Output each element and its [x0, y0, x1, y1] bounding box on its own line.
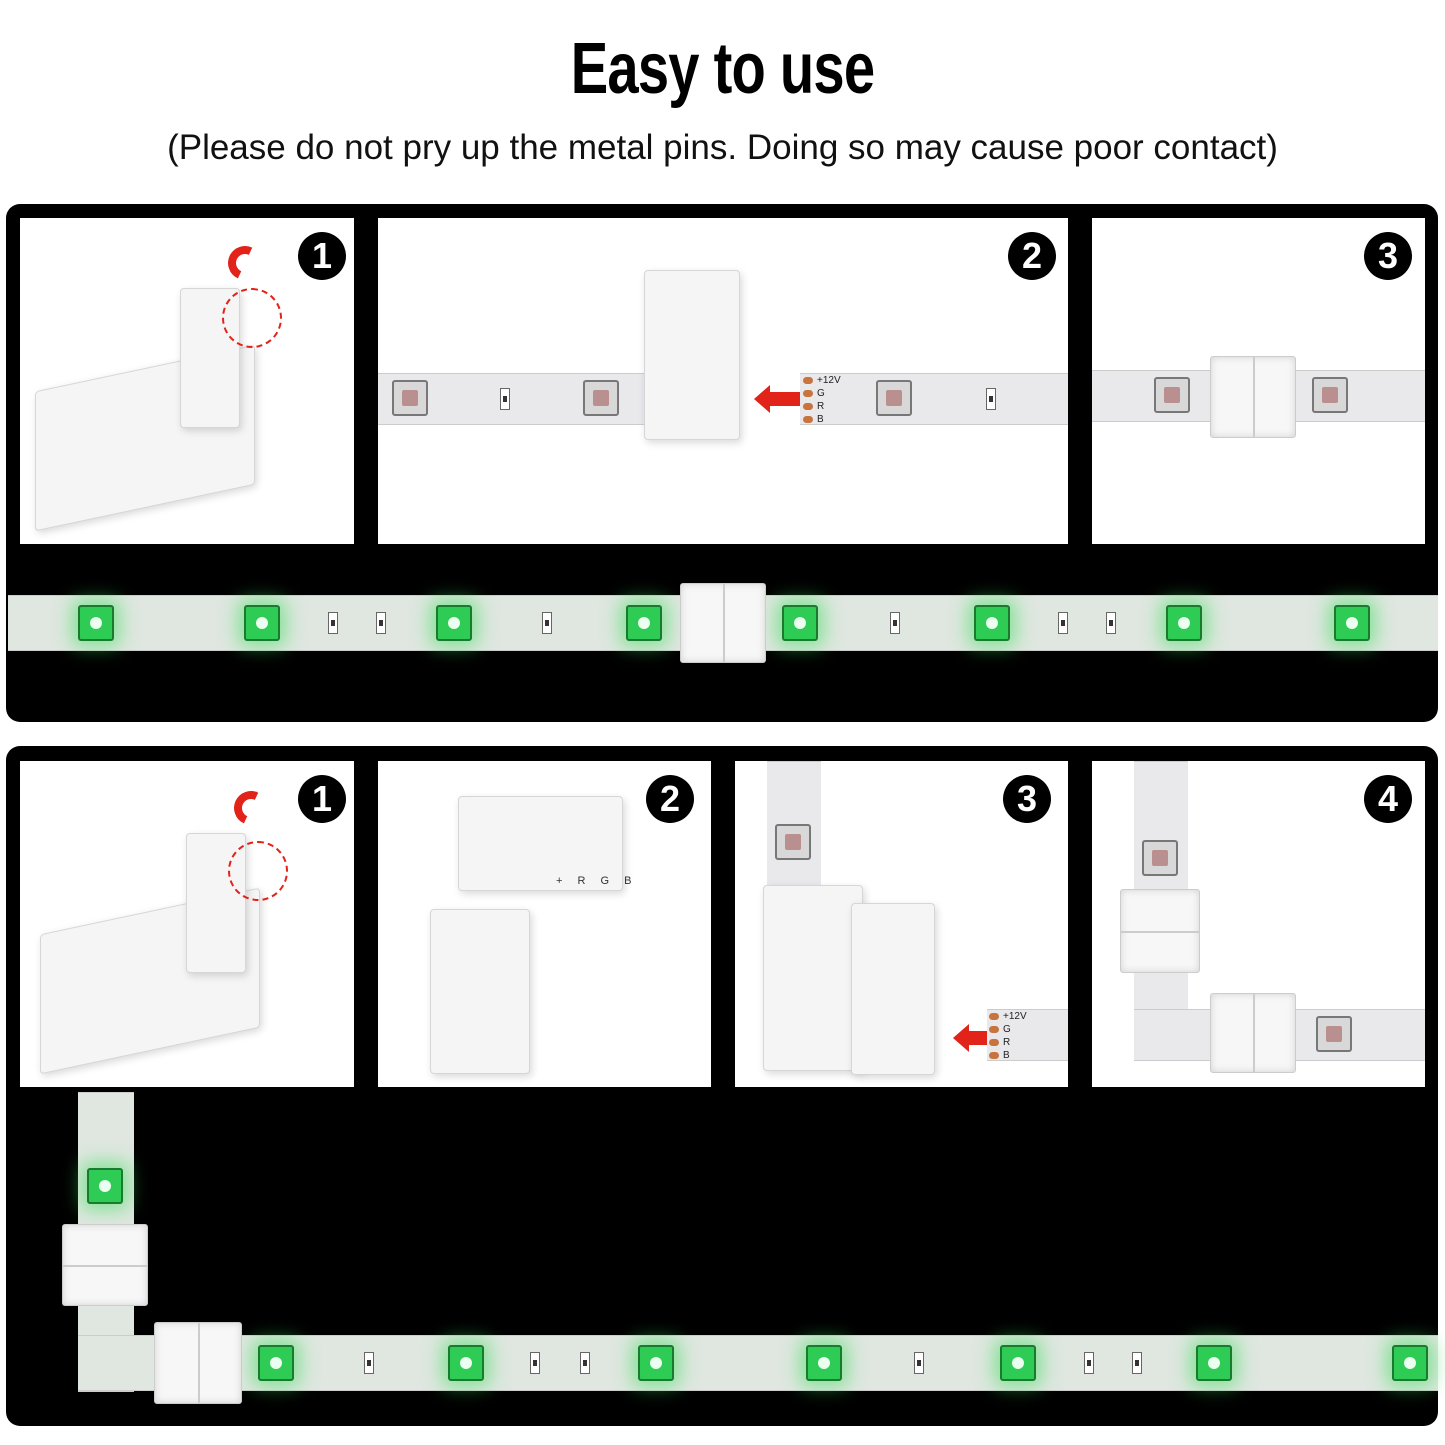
open-connector [644, 270, 740, 440]
resistor [328, 612, 338, 634]
green-led [638, 1345, 674, 1381]
led-strip [378, 373, 648, 425]
resistor [364, 1352, 374, 1374]
lit-led-strip [78, 1335, 1438, 1391]
led-strip [800, 373, 1068, 425]
resistor [376, 612, 386, 634]
green-led [1334, 605, 1370, 641]
resistor [890, 612, 900, 634]
resistor [542, 612, 552, 634]
strip-connector [680, 583, 766, 663]
lift-arrow-icon [223, 241, 267, 285]
step-4-panel: 4 [1092, 761, 1425, 1087]
page-subtitle: (Please do not pry up the metal pins. Do… [167, 128, 1278, 167]
green-led [782, 605, 818, 641]
page-title: Easy to use [570, 29, 875, 109]
step-badge: 4 [1364, 775, 1412, 823]
step-2-panel: + R G B 2 [378, 761, 711, 1087]
step-badge: 2 [646, 775, 694, 823]
highlight-circle [222, 288, 282, 348]
strip-connector [154, 1322, 242, 1404]
green-led [1392, 1345, 1428, 1381]
green-led [806, 1345, 842, 1381]
resistor [1084, 1352, 1094, 1374]
step-1-panel: 1 [20, 218, 354, 544]
vertical-led-strip [767, 761, 821, 891]
green-led [1196, 1345, 1232, 1381]
green-led [626, 605, 662, 641]
step-1-panel: 1 [20, 761, 354, 1087]
green-led [78, 605, 114, 641]
l-connector-open [851, 903, 935, 1075]
resistor [580, 1352, 590, 1374]
green-led [448, 1345, 484, 1381]
green-led [1000, 1345, 1036, 1381]
step-badge: 2 [1008, 232, 1056, 280]
led-strip [987, 1009, 1068, 1061]
highlight-circle [228, 841, 288, 901]
lift-arrow-icon [229, 786, 273, 830]
insert-arrow-icon [754, 385, 802, 413]
l-connector-top [458, 796, 623, 891]
closed-connector [1210, 993, 1296, 1073]
resistor [914, 1352, 924, 1374]
resistor [1058, 612, 1068, 634]
step-badge: 3 [1003, 775, 1051, 823]
strip-connector [62, 1224, 148, 1306]
step-3-panel: 3 [1092, 218, 1425, 544]
l-connector [763, 885, 863, 1071]
closed-connector [1210, 356, 1296, 438]
step-badge: 3 [1364, 232, 1412, 280]
resistor [1132, 1352, 1142, 1374]
l-connector-bottom [430, 909, 530, 1074]
step-badge: 1 [298, 232, 346, 280]
closed-connector [1120, 889, 1200, 973]
step-badge: 1 [298, 775, 346, 823]
connector-labels: + R G B [556, 875, 638, 887]
green-led [244, 605, 280, 641]
green-led [258, 1345, 294, 1381]
green-led [1166, 605, 1202, 641]
green-led [436, 605, 472, 641]
resistor [530, 1352, 540, 1374]
green-led [974, 605, 1010, 641]
resistor [1106, 612, 1116, 634]
